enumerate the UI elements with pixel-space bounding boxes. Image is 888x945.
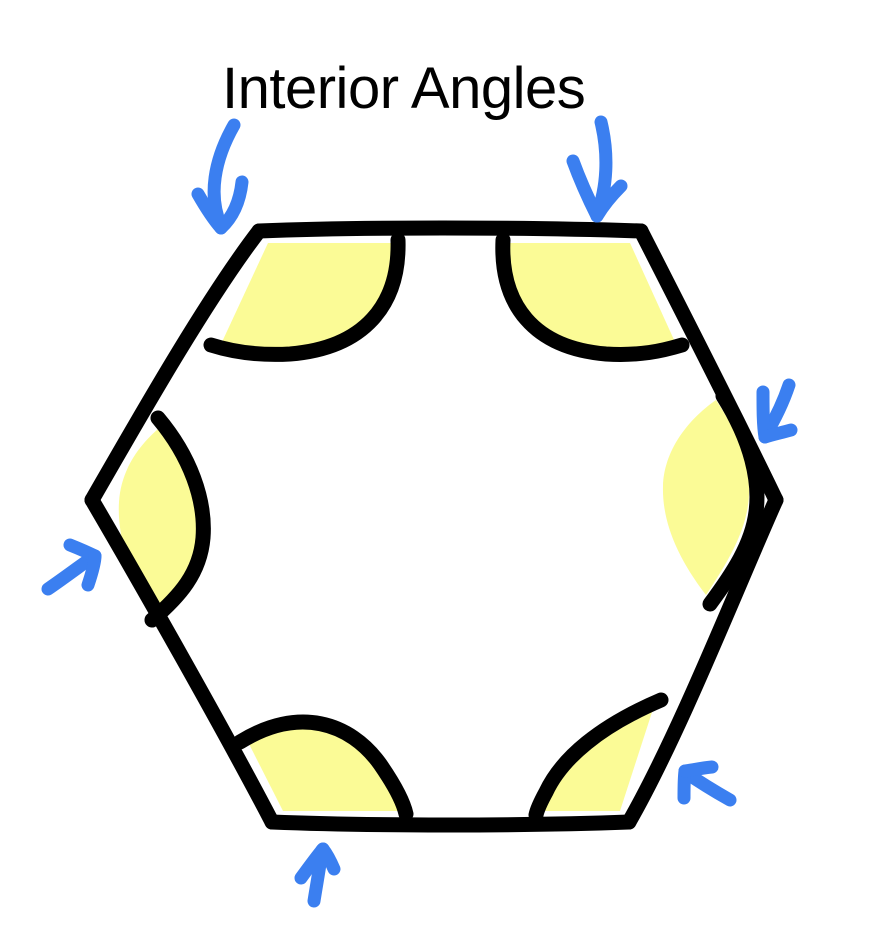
annotation-arrows-group: [41, 115, 798, 908]
hexagon-edge-lower-right: [621, 492, 784, 830]
angle-wedge-right: [662, 400, 750, 595]
angle-arc-right: [702, 388, 765, 612]
angle-wedges-group: [118, 243, 750, 811]
angle-wedge-left: [118, 424, 201, 612]
angle-arc-left: [144, 410, 211, 628]
hexagon-edge-top: [251, 220, 649, 239]
angle-wedge-top-right: [505, 243, 675, 349]
arrow-to-bottom-left-angle-icon: [294, 842, 341, 908]
angle-arcs-group: [144, 232, 765, 823]
angle-wedge-bottom-right: [544, 706, 654, 811]
hexagon-edge-upper-left: [84, 223, 267, 508]
arrow-to-bottom-right-angle-icon: [677, 760, 737, 807]
arrow-to-left-angle-icon: [41, 538, 102, 596]
arrow-to-top-right-angle-icon: [566, 115, 628, 223]
arrow-to-top-left-angle-icon: [191, 118, 249, 235]
angle-arc-top-right: [495, 232, 690, 362]
angle-arc-top-left: [203, 232, 406, 362]
arrow-to-right-angle-icon: [756, 378, 798, 444]
angle-wedge-top-left: [222, 243, 396, 349]
angle-arc-bottom-left: [232, 714, 414, 822]
angle-arc-bottom-right: [528, 692, 669, 823]
hexagon-edge-lower-left: [84, 492, 280, 830]
page-title: Interior Angles: [222, 56, 585, 121]
hexagon-edge-bottom: [264, 814, 637, 833]
angle-wedge-bottom-left: [248, 726, 399, 811]
